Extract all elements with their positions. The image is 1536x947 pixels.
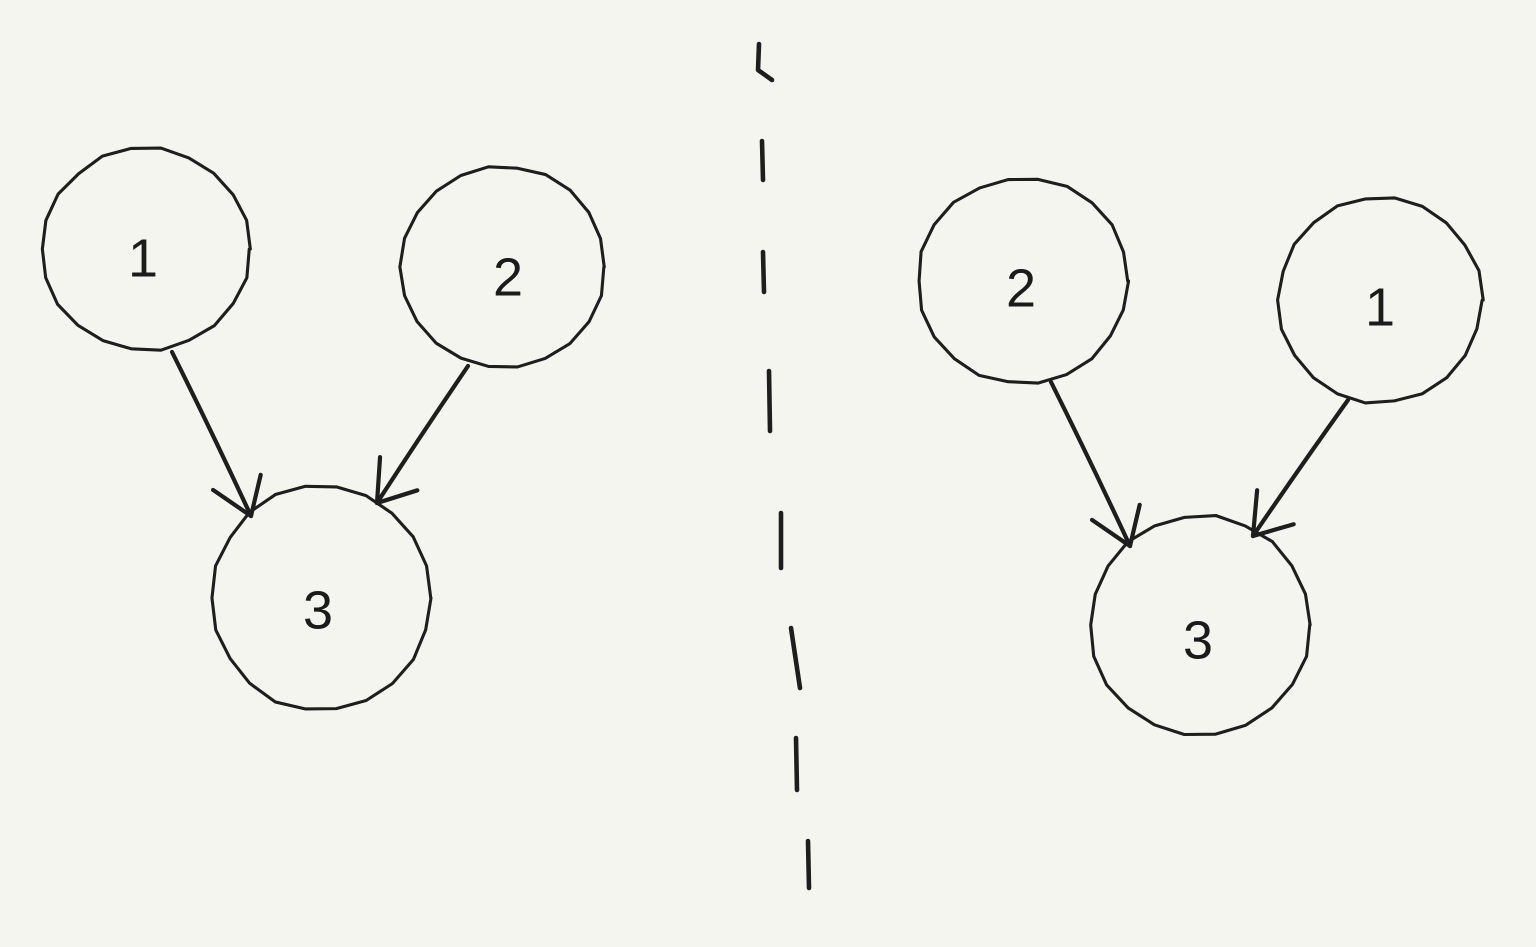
left-graph: 1 2 3 [40, 146, 606, 711]
divider-dash [793, 735, 800, 793]
node-label: 3 [1183, 610, 1213, 670]
graph-node-2[interactable]: 2 [917, 177, 1131, 385]
graph-edge-R1-to-R3[interactable] [1250, 397, 1351, 539]
node-circle [1276, 196, 1485, 405]
node-label: 1 [1365, 277, 1395, 337]
node-label: 3 [303, 580, 333, 640]
scene-root: 1 2 3 2 1 3 [40, 41, 1485, 891]
dashed-divider [755, 41, 812, 891]
node-label: 2 [1006, 258, 1036, 318]
node-circle [1089, 513, 1312, 737]
node-label: 2 [493, 247, 523, 307]
graph-node-1[interactable]: 1 [40, 146, 252, 352]
graph-node-3[interactable]: 3 [210, 484, 433, 711]
divider-dash [805, 838, 812, 891]
node-circle [40, 146, 252, 352]
graph-node-2[interactable]: 2 [398, 165, 606, 369]
graph-node-1[interactable]: 1 [1276, 196, 1485, 405]
graph-edge-R2-to-R3[interactable] [1048, 379, 1142, 549]
divider-dash [766, 368, 773, 434]
divider-dash [755, 41, 775, 83]
graph-edge-L2-to-L3[interactable] [374, 363, 471, 506]
right-graph: 2 1 3 [917, 177, 1485, 737]
node-circle [917, 177, 1131, 385]
node-circle [398, 165, 606, 369]
divider-dash [760, 249, 767, 295]
node-label: 1 [128, 228, 158, 288]
graph-edge-L1-to-L3[interactable] [169, 349, 263, 519]
divider-dash [788, 625, 803, 691]
node-circle [210, 484, 433, 711]
divider-dash [759, 138, 766, 183]
graph-node-3[interactable]: 3 [1089, 513, 1312, 737]
